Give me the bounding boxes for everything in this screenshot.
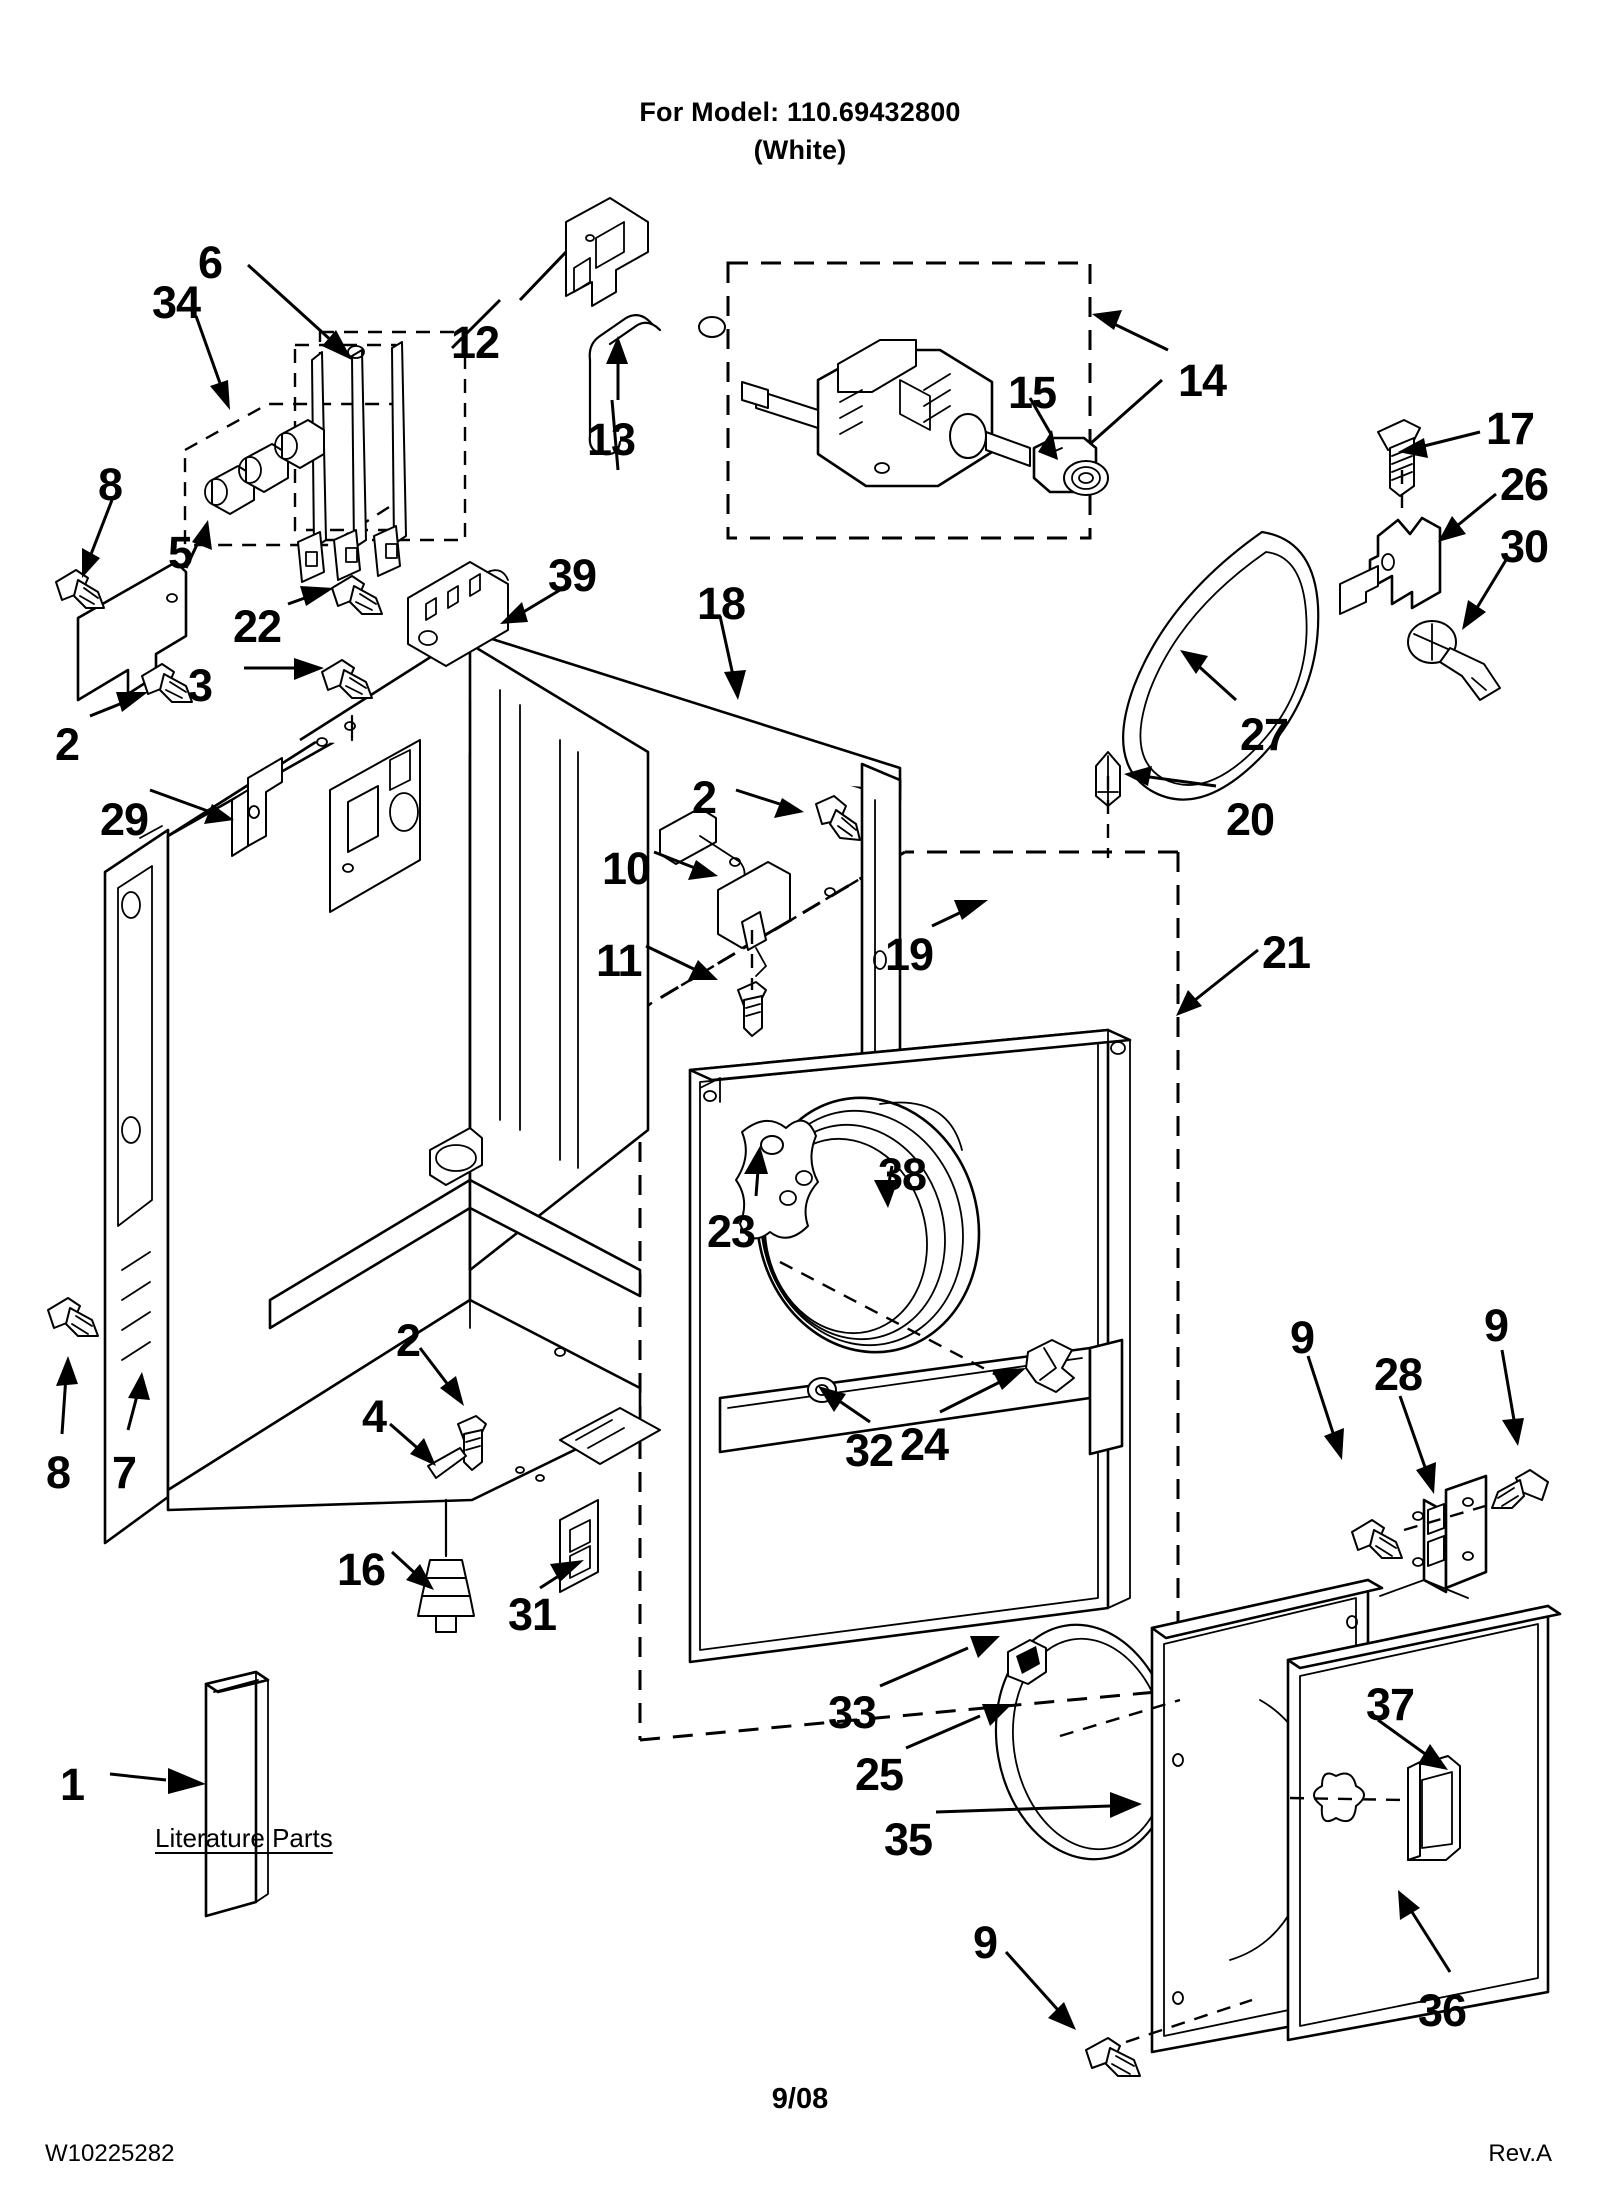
cabinet-assembly bbox=[103, 630, 902, 1558]
door-catch-part-33 bbox=[1007, 1639, 1047, 1685]
screw-part-9c bbox=[1085, 2037, 1141, 2077]
revision-date: 9/08 bbox=[771, 2083, 829, 2115]
callout-7: 7 bbox=[112, 1447, 137, 1498]
callout-3: 3 bbox=[188, 660, 213, 711]
callout-37: 37 bbox=[1366, 1679, 1415, 1730]
callout-14: 14 bbox=[1178, 355, 1227, 406]
document-number: W10225282 bbox=[45, 2140, 175, 2167]
callout-9b: 9 bbox=[1484, 1300, 1509, 1351]
bracket-part-26 bbox=[1339, 516, 1442, 615]
callout-25: 25 bbox=[855, 1749, 904, 1800]
callout-24: 24 bbox=[900, 1419, 949, 1470]
callout-20: 20 bbox=[1226, 794, 1275, 845]
revision-label: Rev.A bbox=[1488, 2140, 1552, 2167]
callout-13: 13 bbox=[587, 414, 636, 465]
bracket-part-5 bbox=[76, 560, 188, 702]
callout-6: 6 bbox=[198, 237, 223, 288]
plate-part-31 bbox=[559, 1499, 599, 1593]
callout-8b: 8 bbox=[46, 1447, 71, 1498]
page-title-color: (White) bbox=[753, 135, 847, 165]
callout-36: 36 bbox=[1418, 1985, 1467, 2036]
callout-12: 12 bbox=[451, 317, 500, 368]
screw-fasteners bbox=[47, 569, 1549, 2077]
callout-38: 38 bbox=[878, 1149, 927, 1200]
wire-clip-part-13 bbox=[588, 313, 726, 456]
callout-28: 28 bbox=[1374, 1349, 1423, 1400]
callout-21: 21 bbox=[1262, 927, 1311, 978]
literature-part-1 bbox=[204, 1670, 270, 1918]
screw-part-11 bbox=[737, 981, 767, 1037]
callout-1: 1 bbox=[60, 1759, 85, 1810]
callout-9a: 9 bbox=[1290, 1312, 1315, 1363]
literature-parts-label: Literature Parts bbox=[155, 1823, 333, 1853]
screw-part-2b bbox=[815, 795, 861, 841]
callout-35: 35 bbox=[884, 1814, 933, 1865]
drive-belt-part-27 bbox=[1122, 530, 1320, 801]
callout-29: 29 bbox=[100, 794, 149, 845]
front-panel-group-box bbox=[638, 850, 1180, 1742]
door-catch-part-24 bbox=[1025, 1339, 1075, 1393]
callout-5: 5 bbox=[168, 527, 193, 578]
door-assembly bbox=[994, 1578, 1562, 2054]
terminal-group-box bbox=[183, 402, 402, 547]
screw-part-3 bbox=[321, 659, 373, 699]
callout-34: 34 bbox=[152, 277, 201, 328]
terminal-block-parts bbox=[204, 419, 325, 515]
callout-16: 16 bbox=[337, 1544, 386, 1595]
callout-2a: 2 bbox=[55, 719, 80, 770]
clip-part-29 bbox=[231, 757, 283, 857]
callout-2c: 2 bbox=[396, 1315, 421, 1366]
construction-axes bbox=[750, 470, 1493, 2044]
callout-23: 23 bbox=[707, 1206, 756, 1257]
callout-10: 10 bbox=[602, 843, 651, 894]
door-handle-part-37 bbox=[1407, 1755, 1461, 1861]
motor-group-box bbox=[726, 261, 1092, 540]
screw-part-9b bbox=[1491, 1469, 1549, 1509]
element-group-box-right bbox=[318, 330, 467, 542]
heating-element-assembly bbox=[297, 341, 407, 583]
callout-11: 11 bbox=[596, 935, 643, 986]
screw-part-17 bbox=[1377, 419, 1421, 497]
screw-part-2a bbox=[141, 663, 193, 703]
callout-2b: 2 bbox=[692, 772, 717, 823]
screw-part-8a bbox=[55, 569, 105, 609]
screw-part-8b bbox=[47, 1297, 99, 1337]
callout-22: 22 bbox=[233, 601, 282, 652]
drive-motor-part-14 bbox=[741, 339, 1031, 488]
door-hinge-part-28 bbox=[1379, 1474, 1488, 1599]
callout-39: 39 bbox=[548, 550, 597, 601]
callout-9c: 9 bbox=[973, 1917, 998, 1968]
leader-lines bbox=[56, 250, 1524, 2030]
drum-seal-part-23 bbox=[735, 1119, 819, 1240]
callout-4: 4 bbox=[362, 1391, 387, 1442]
callout-26: 26 bbox=[1500, 459, 1549, 510]
terminal-block-part-39 bbox=[407, 561, 509, 667]
callout-15: 15 bbox=[1008, 367, 1057, 418]
callout-30: 30 bbox=[1500, 521, 1549, 572]
callout-8a: 8 bbox=[98, 459, 123, 510]
door-switch-part-10 bbox=[659, 807, 791, 977]
callout-31: 31 bbox=[508, 1589, 557, 1640]
callout-17: 17 bbox=[1486, 403, 1535, 454]
callout-32: 32 bbox=[845, 1425, 894, 1476]
screw-part-22 bbox=[331, 575, 383, 615]
leveling-leg-part-16 bbox=[417, 1559, 475, 1633]
callout-33: 33 bbox=[828, 1687, 877, 1738]
callout-19: 19 bbox=[885, 929, 934, 980]
callout-18: 18 bbox=[697, 578, 746, 629]
support-rod-part-4 bbox=[427, 1447, 467, 1479]
bracket-part-12 bbox=[565, 197, 649, 307]
roller-part-30 bbox=[1407, 620, 1501, 701]
callout-27: 27 bbox=[1240, 709, 1289, 760]
screw-part-9a bbox=[1351, 1519, 1403, 1559]
front-panel-assembly bbox=[688, 1028, 1132, 1664]
page-title-model: For Model: 110.69432800 bbox=[639, 97, 961, 127]
